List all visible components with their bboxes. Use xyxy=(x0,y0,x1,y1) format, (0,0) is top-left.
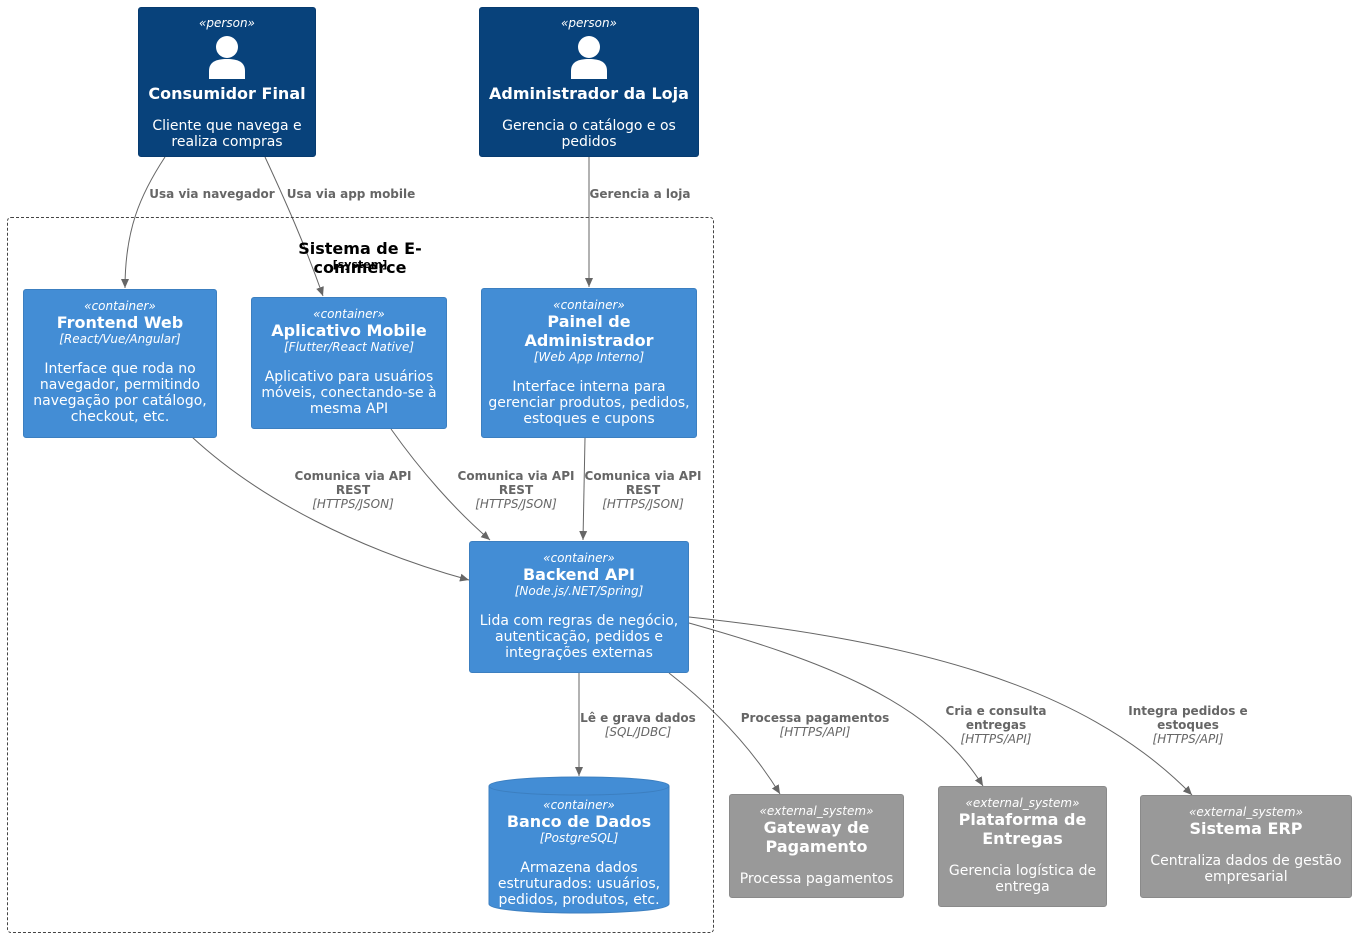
external-system-name: Sistema ERP xyxy=(1189,819,1303,838)
container-name: Banco de Dados xyxy=(506,812,652,831)
arrow-panel-backend xyxy=(579,437,588,541)
arrow-mobile-backend xyxy=(390,428,491,541)
container-technology: [Web App Interno] xyxy=(533,350,645,364)
boundary-title: Sistema de E-commerce xyxy=(298,239,422,277)
person-description: Cliente que navega e realiza compras xyxy=(152,118,302,150)
relation-label: Gerencia a loja xyxy=(589,187,691,201)
relation-label: Usa via navegador xyxy=(149,187,275,201)
container-description: Aplicativo para usuários móveis, conecta… xyxy=(261,369,437,417)
person-name: Administrador da Loja xyxy=(489,84,689,103)
relation-label-backend-payment: Processa pagamentos [HTTPS/API] xyxy=(735,711,895,739)
container-name: Aplicativo Mobile xyxy=(271,321,427,340)
person-administrador-loja[interactable]: «person» Administrador da Loja Gerencia … xyxy=(479,7,699,157)
stereotype-label: «container» xyxy=(543,551,615,565)
external-system-name: Plataforma de Entregas xyxy=(958,810,1087,848)
container-description: Interface interna para gerenciar produto… xyxy=(488,379,690,427)
container-name: Frontend Web xyxy=(56,313,184,332)
relation-label-panel-backend: Comunica via API REST [HTTPS/JSON] xyxy=(580,469,706,511)
stereotype-label: «external_system» xyxy=(1189,805,1303,819)
container-description: Armazena dados estruturados: usuários, p… xyxy=(497,860,661,908)
arrow-backend-payment xyxy=(668,672,781,795)
external-system-name: Gateway de Pagamento xyxy=(763,818,870,856)
relation-label: Integra pedidos e estoques xyxy=(1128,704,1248,732)
container-name: Backend API xyxy=(522,565,635,584)
stereotype-label: «container» xyxy=(553,298,625,312)
relation-label: Processa pagamentos xyxy=(740,711,890,725)
relation-label: Comunica via API REST xyxy=(457,469,575,497)
person-consumidor-final[interactable]: «person» Consumidor Final Cliente que na… xyxy=(138,7,316,157)
container-name: Painel de Administrador xyxy=(524,312,654,350)
stereotype-label: «container» xyxy=(313,307,385,321)
relation-label-frontend-backend: Comunica via API REST [HTTPS/JSON] xyxy=(290,469,416,511)
arrow-backend-erp xyxy=(688,616,1193,796)
stereotype-label: «person» xyxy=(199,16,255,30)
stereotype-label: «container» xyxy=(84,299,156,313)
relation-technology: [HTTPS/API] xyxy=(1152,732,1224,746)
relation-technology: [HTTPS/JSON] xyxy=(602,497,684,511)
system-boundary xyxy=(7,217,714,933)
person-icon xyxy=(209,36,245,79)
database-cylinder-icon xyxy=(488,776,670,914)
relation-label: Cria e consulta entregas xyxy=(945,704,1047,732)
container-aplicativo-mobile[interactable]: «container» Aplicativo Mobile [Flutter/R… xyxy=(251,297,447,429)
relation-label-backend-delivery: Cria e consulta entregas [HTTPS/API] xyxy=(936,704,1056,746)
boundary-type: [system] xyxy=(332,258,388,271)
container-description: Lida com regras de negócio, autenticação… xyxy=(479,613,679,661)
relation-label-gerencia-loja: Gerencia a loja xyxy=(582,187,698,201)
container-frontend-web[interactable]: «container» Frontend Web [React/Vue/Angu… xyxy=(23,289,217,438)
container-technology: [Flutter/React Native] xyxy=(283,340,415,354)
relation-label-mobile-backend: Comunica via API REST [HTTPS/JSON] xyxy=(453,469,579,511)
person-name: Consumidor Final xyxy=(148,84,306,103)
container-technology: [Node.js/.NET/Spring] xyxy=(514,584,644,598)
external-system-description: Gerencia logística de entrega xyxy=(948,863,1097,895)
relation-technology: [HTTPS/API] xyxy=(960,732,1032,746)
container-painel-administrador[interactable]: «container» Painel de Administrador [Web… xyxy=(481,288,697,438)
relation-technology: [SQL/JDBC] xyxy=(604,725,672,739)
container-banco-de-dados[interactable]: «container» Banco de Dados [PostgreSQL] … xyxy=(488,776,670,916)
external-gateway-pagamento[interactable]: «external_system» Gateway de Pagamento P… xyxy=(729,794,904,898)
relation-label: Lê e grava dados xyxy=(580,711,696,725)
container-technology: [PostgreSQL] xyxy=(539,831,619,845)
container-technology: [React/Vue/Angular] xyxy=(59,332,181,346)
container-description: Interface que roda no navegador, permiti… xyxy=(33,361,207,425)
relation-label: Comunica via API REST xyxy=(584,469,702,497)
external-system-description: Centraliza dados de gestão empresarial xyxy=(1150,853,1342,885)
relation-technology: [HTTPS/JSON] xyxy=(475,497,557,511)
relation-label-app-mobile: Usa via app mobile xyxy=(280,187,422,201)
external-plataforma-entregas[interactable]: «external_system» Plataforma de Entregas… xyxy=(938,786,1107,907)
arrow-frontend-backend xyxy=(191,436,470,582)
container-backend-api[interactable]: «container» Backend API [Node.js/.NET/Sp… xyxy=(469,541,689,673)
stereotype-label: «external_system» xyxy=(965,796,1080,810)
external-system-description: Processa pagamentos xyxy=(739,871,894,887)
arrow-consumer-frontend xyxy=(121,156,166,289)
relation-label: Comunica via API REST xyxy=(294,469,412,497)
relation-label-backend-db: Lê e grava dados [SQL/JDBC] xyxy=(574,711,702,739)
person-icon xyxy=(571,36,607,79)
relation-technology: [HTTPS/JSON] xyxy=(312,497,394,511)
arrow-consumer-mobile xyxy=(264,156,324,297)
stereotype-label: «external_system» xyxy=(759,804,874,818)
relation-label-backend-erp: Integra pedidos e estoques [HTTPS/API] xyxy=(1118,704,1258,746)
relation-technology: [HTTPS/API] xyxy=(779,725,851,739)
relation-label-navegador: Usa via navegador xyxy=(140,187,284,201)
stereotype-label: «container» xyxy=(543,798,615,812)
stereotype-label: «person» xyxy=(561,16,617,30)
external-sistema-erp[interactable]: «external_system» Sistema ERP Centraliza… xyxy=(1140,795,1352,898)
person-description: Gerencia o catálogo e os pedidos xyxy=(502,118,676,150)
relation-label: Usa via app mobile xyxy=(286,187,416,201)
arrow-backend-delivery xyxy=(688,622,984,787)
